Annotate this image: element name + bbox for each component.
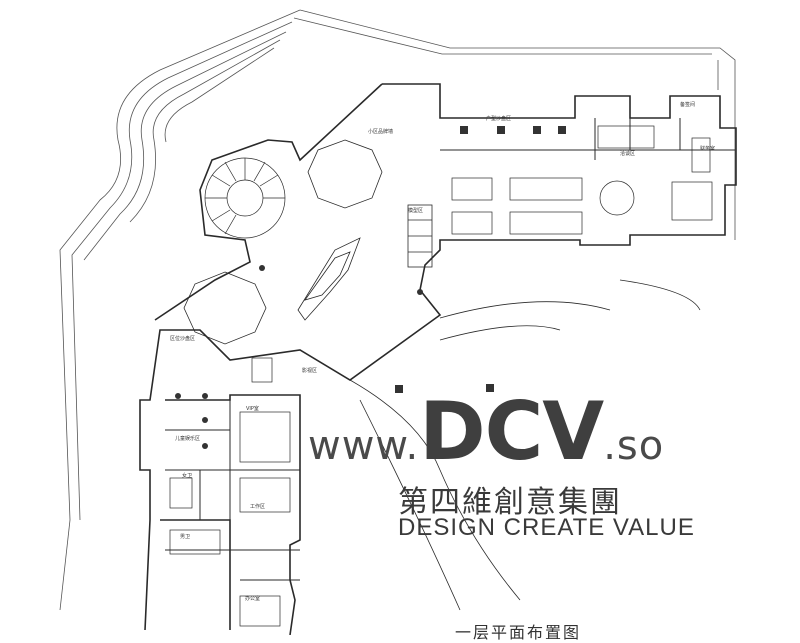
watermark-url: www. DCV .so: [308, 392, 758, 478]
room-label: 影视区: [302, 367, 317, 374]
watermark-tagline: DESIGN CREATE VALUE: [398, 514, 695, 541]
columns: [175, 126, 566, 449]
lower-rooms: [169, 357, 291, 627]
room-label: 女卫: [182, 472, 192, 479]
room-label: 户型沙盘区: [486, 115, 511, 122]
plan-title: 一层平面布置图: [455, 623, 582, 642]
room-label: 财务室: [700, 145, 715, 152]
model-table: [297, 237, 361, 321]
landscape-boundary: [59, 9, 736, 611]
watermark-url-suffix: .so: [603, 423, 665, 469]
room-label: 儿童娱乐区: [175, 435, 200, 442]
interior-walls: [165, 96, 735, 581]
room-labels: 小区品牌墙 户型沙盘区 备签间 洽谈区 财务室 模型区 区位沙盘区 影视区 儿童…: [170, 101, 715, 602]
meeting-table: [407, 204, 433, 268]
room-label: 区位沙盘区: [170, 335, 195, 342]
room-label: 备签间: [680, 101, 695, 108]
watermark-chinese-name: 第四維創意集團: [398, 485, 622, 520]
watermark-url-prefix: www.: [308, 423, 420, 469]
room-label: 办公室: [245, 595, 260, 602]
room-label: VIP室: [246, 405, 259, 412]
room-label: 工作区: [250, 503, 265, 510]
building-outline: [139, 83, 737, 635]
negotiation-tables: [451, 125, 713, 235]
octagon-display: [183, 139, 383, 345]
room-label: 男卫: [180, 534, 190, 540]
room-label: 小区品牌墙: [368, 128, 393, 135]
room-label: 洽谈区: [620, 150, 635, 157]
watermark-brand: DCV: [419, 385, 604, 478]
room-label: 模型区: [408, 207, 423, 214]
entrance-curve: [349, 279, 701, 611]
spiral-staircase: [204, 157, 286, 239]
